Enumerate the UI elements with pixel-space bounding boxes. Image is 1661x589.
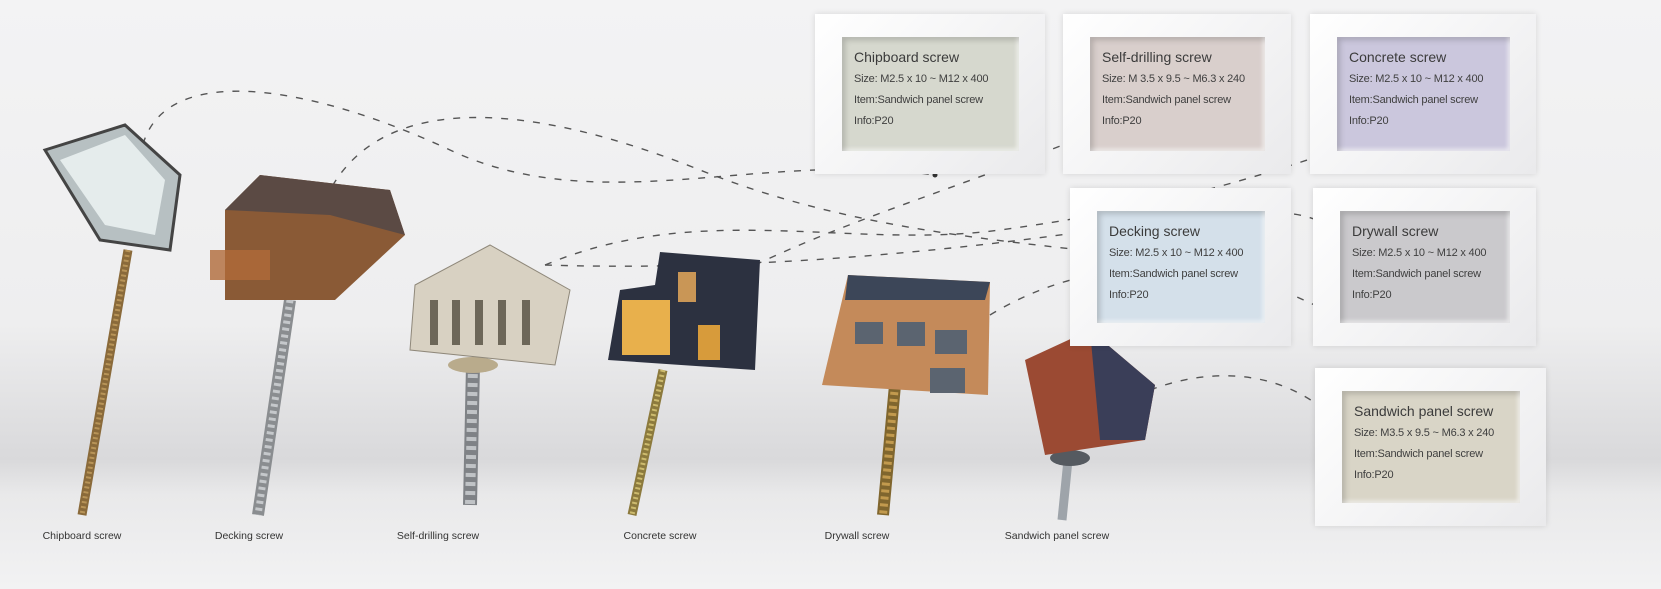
sandwich-panel-screw-icon <box>1025 330 1155 521</box>
label-decking-screw: Decking screw <box>214 530 284 542</box>
card-info: Info:P20 <box>1109 289 1149 301</box>
card-item: Item:Sandwich panel screw <box>1352 268 1481 280</box>
decking-screw-icon <box>210 175 405 516</box>
card-title: Self-drilling screw <box>1102 49 1212 65</box>
info-card-self-drilling: Self-drilling screw Size: M 3.5 x 9.5 ~ … <box>1063 14 1291 174</box>
self-drilling-screw-icon <box>409 244 571 506</box>
card-size: Size: M2.5 x 10 ~ M12 x 400 <box>1349 73 1484 85</box>
info-card-drywall: Drywall screw Size: M2.5 x 10 ~ M12 x 40… <box>1313 188 1536 346</box>
card-size: Size: M2.5 x 10 ~ M12 x 400 <box>1352 247 1487 259</box>
card-title: Concrete screw <box>1349 49 1447 65</box>
card-info: Info:P20 <box>854 115 894 127</box>
card-info: Info:P20 <box>1102 115 1142 127</box>
info-card-concrete: Concrete screw Size: M2.5 x 10 ~ M12 x 4… <box>1310 14 1536 174</box>
card-item: Item:Sandwich panel screw <box>1102 94 1231 106</box>
card-info: Info:P20 <box>1349 115 1389 127</box>
label-concrete-screw: Concrete screw <box>623 530 697 542</box>
card-item: Item:Sandwich panel screw <box>1354 448 1483 460</box>
card-size: Size: M 3.5 x 9.5 ~ M6.3 x 240 <box>1102 73 1245 85</box>
card-size: Size: M2.5 x 10 ~ M12 x 400 <box>1109 247 1244 259</box>
label-sandwich-panel-screw: Sandwich panel screw <box>1004 530 1110 542</box>
card-title: Drywall screw <box>1352 223 1439 239</box>
label-self-drilling-screw: Self-drilling screw <box>396 530 480 542</box>
chipboard-screw-icon <box>42 123 182 516</box>
card-info: Info:P20 <box>1352 289 1392 301</box>
card-info: Info:P20 <box>1354 469 1394 481</box>
drywall-screw-icon <box>822 275 990 516</box>
info-card-chipboard: Chipboard screw Size: M2.5 x 10 ~ M12 x … <box>815 14 1045 174</box>
card-title: Decking screw <box>1109 223 1201 239</box>
info-card-sandwich-panel: Sandwich panel screw Size: M3.5 x 9.5 ~ … <box>1315 368 1546 526</box>
card-title: Sandwich panel screw <box>1354 403 1494 419</box>
label-drywall-screw: Drywall screw <box>824 530 890 542</box>
info-card-decking: Decking screw Size: M2.5 x 10 ~ M12 x 40… <box>1070 188 1291 346</box>
card-item: Item:Sandwich panel screw <box>1349 94 1478 106</box>
card-item: Item:Sandwich panel screw <box>1109 268 1238 280</box>
card-item: Item:Sandwich panel screw <box>854 94 983 106</box>
card-title: Chipboard screw <box>854 49 960 65</box>
connector-sandwich <box>1149 375 1341 426</box>
label-chipboard-screw: Chipboard screw <box>42 530 122 542</box>
card-size: Size: M2.5 x 10 ~ M12 x 400 <box>854 73 989 85</box>
card-size: Size: M3.5 x 9.5 ~ M6.3 x 240 <box>1354 427 1495 439</box>
connector-chipboard <box>139 90 936 183</box>
concrete-screw-icon <box>608 252 760 516</box>
